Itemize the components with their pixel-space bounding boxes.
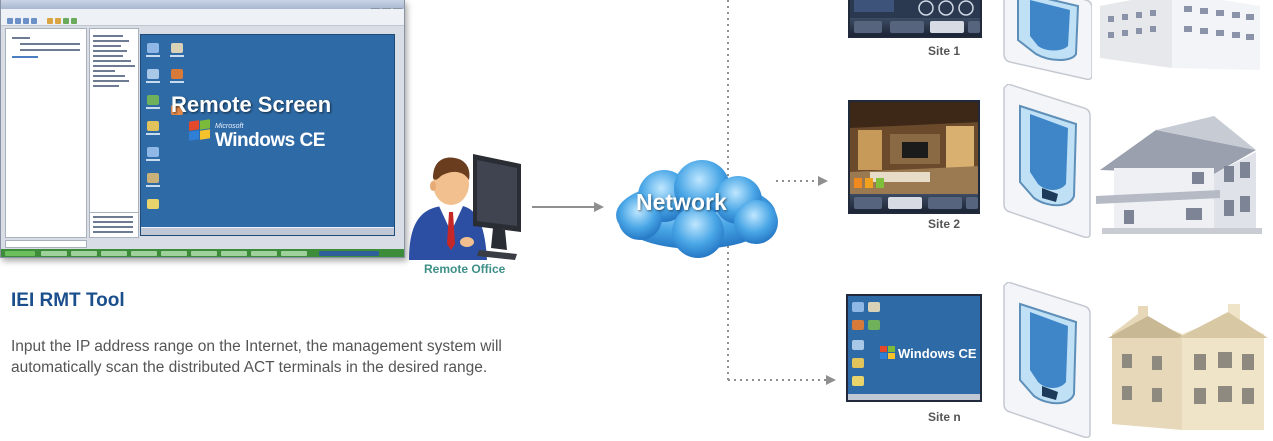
desktop-icon (852, 320, 864, 330)
desktop-icon (852, 358, 864, 368)
network-label: Network (636, 189, 727, 215)
desktop-icon (852, 340, 864, 350)
site-n-screen: Windows CE (846, 294, 982, 402)
window-menubar (1, 9, 404, 16)
remote-office-operator-illustration (409, 154, 521, 260)
rmt-tool-heading: IEI RMT Tool (11, 290, 125, 311)
remote-taskbar (141, 227, 394, 235)
site-n-windows-ce-wordmark: Windows CE (898, 346, 977, 361)
desktop-icon (147, 199, 159, 209)
desktop-icon (868, 320, 880, 330)
site-1-keypad-icons (918, 0, 974, 16)
microsoft-wordmark: Microsoft (215, 123, 244, 130)
desktop-icon (147, 173, 159, 183)
status-log-pane (5, 240, 87, 248)
site-1-office-building-icon (1100, 0, 1260, 70)
desktop-icon (868, 302, 880, 312)
site-2-label: Site 2 (928, 217, 961, 231)
site-n-label: Site n (928, 410, 961, 424)
device-properties-pane (89, 28, 139, 238)
host-taskbar (1, 249, 404, 257)
remote-screen: Remote Screen Microsoft Windows CE (140, 34, 395, 236)
window-titlebar (1, 0, 404, 14)
site-1-screen (848, 0, 982, 38)
log-panel (89, 212, 139, 238)
desktop-icon (147, 69, 159, 79)
desktop-icon (147, 43, 159, 53)
desktop-icon (147, 147, 159, 157)
site-1-screen-panel (854, 0, 894, 12)
windows-ce-wordmark: Windows CE (215, 130, 325, 151)
window-toolbar (1, 16, 404, 26)
desktop-icon (147, 121, 159, 131)
site-1-home-bar (850, 18, 980, 36)
site-1-label: Site 1 (928, 44, 961, 58)
desktop-icon (147, 95, 159, 105)
site-2-act-terminal-icon (1003, 84, 1091, 238)
rmt-tool-window: Remote Screen Microsoft Windows CE (0, 0, 405, 258)
remote-office-label: Remote Office (424, 262, 506, 276)
site-1-act-terminal-icon (1003, 0, 1092, 80)
site-n-act-terminal-icon (1003, 282, 1091, 438)
site-2-screen (848, 100, 980, 214)
desktop-icon (171, 105, 183, 115)
rmt-tool-description: Input the IP address range on the Intern… (11, 338, 502, 376)
site-n-taskbar (848, 394, 980, 400)
site-2-house-icon (1096, 116, 1262, 234)
desktop-icon (852, 302, 864, 312)
remote-screen-label: Remote Screen (171, 92, 332, 117)
site-n-manor-building-icon (1108, 304, 1268, 430)
site-2-living-room-image (850, 102, 978, 198)
desktop-icon (171, 43, 183, 53)
device-tree-pane (5, 28, 87, 238)
windows-flag-icon (880, 346, 896, 360)
desktop-icon (852, 376, 864, 386)
site-2-home-bar (850, 194, 978, 212)
windows-flag-icon (189, 119, 211, 141)
desktop-icon (171, 69, 183, 79)
network-cloud-icon (616, 160, 778, 258)
